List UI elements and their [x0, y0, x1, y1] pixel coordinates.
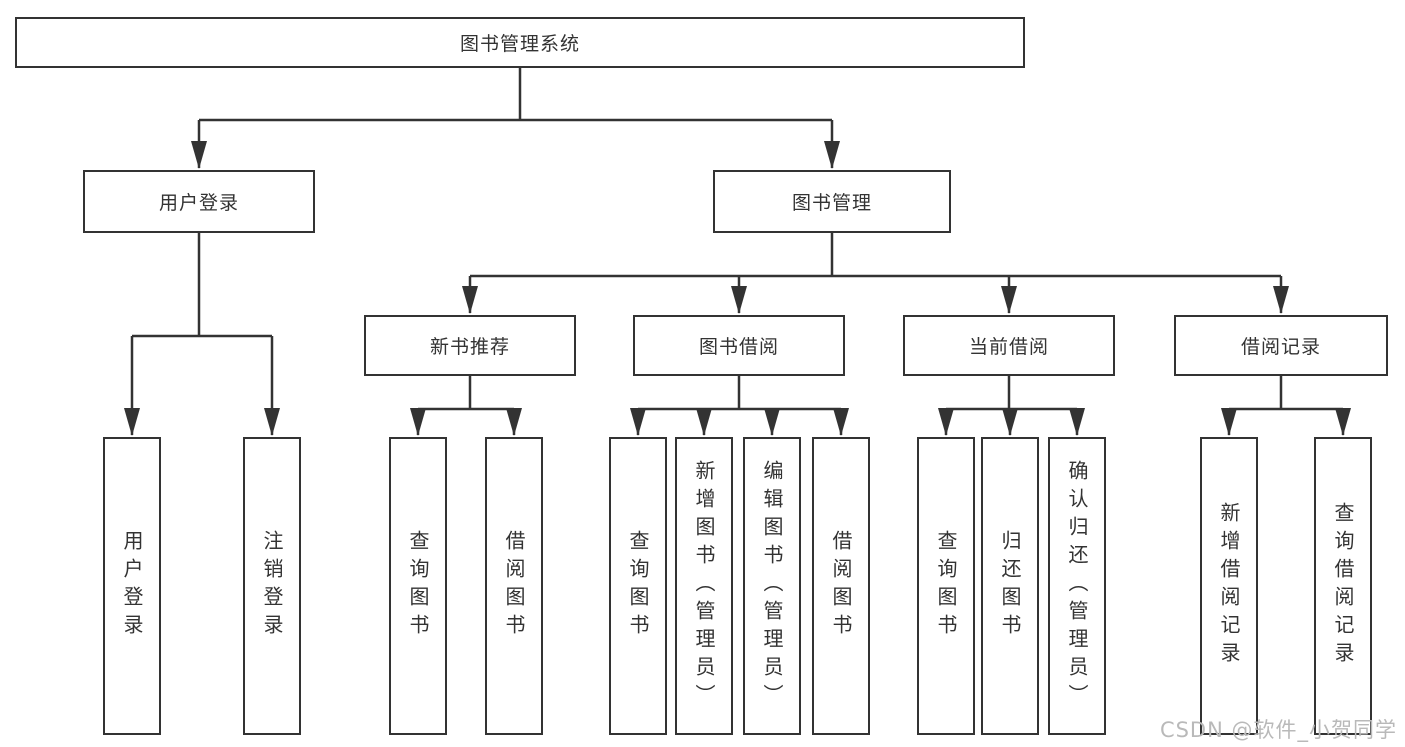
node-book-borrow: 图书借阅 [633, 315, 845, 376]
node-user-login-label: 用户登录 [158, 192, 239, 214]
node-new-book-recommend-label: 新书推荐 [429, 336, 510, 358]
leaf-user-login: 用户登录 [103, 437, 161, 735]
leaf-add-borrow-record: 新增借阅记录 [1200, 437, 1258, 735]
leaf-query-books-borrow-label: 查询图书 [626, 530, 650, 642]
connector-current-borrow-trunk [946, 376, 1077, 411]
node-user-login: 用户登录 [83, 170, 315, 233]
node-current-borrow: 当前借阅 [903, 315, 1115, 376]
leaf-user-login-label: 用户登录 [120, 530, 144, 642]
leaf-edit-books-admin: 编辑图书（管理员） [743, 437, 801, 735]
node-library-system-label: 图书管理系统 [459, 33, 580, 55]
leaf-add-books-admin: 新增图书（管理员） [675, 437, 733, 735]
node-book-mgmt: 图书管理 [713, 170, 951, 233]
leaf-confirm-return-admin-label: 确认归还（管理员） [1065, 460, 1089, 712]
node-borrow-record-label: 借阅记录 [1240, 336, 1321, 358]
leaf-confirm-return-admin: 确认归还（管理员） [1048, 437, 1106, 735]
node-current-borrow-label: 当前借阅 [968, 336, 1049, 358]
leaf-query-books-current-label: 查询图书 [934, 530, 958, 642]
node-new-book-recommend: 新书推荐 [364, 315, 576, 376]
leaf-borrow-books-recommend-label: 借阅图书 [502, 530, 526, 642]
leaf-logout-label: 注销登录 [260, 530, 284, 642]
leaf-add-books-admin-label: 新增图书（管理员） [692, 460, 716, 712]
leaf-query-books-recommend: 查询图书 [389, 437, 447, 735]
leaf-return-books: 归还图书 [981, 437, 1039, 735]
node-book-borrow-label: 图书借阅 [698, 336, 779, 358]
connector-user-login-trunk [132, 233, 272, 338]
leaf-query-books-current: 查询图书 [917, 437, 975, 735]
connector-root-trunk [199, 68, 832, 122]
leaf-query-borrow-record: 查询借阅记录 [1314, 437, 1372, 735]
node-book-mgmt-label: 图书管理 [791, 192, 872, 214]
connector-book-borrow-trunk [638, 376, 841, 411]
connector-new-book-trunk [418, 376, 514, 411]
leaf-query-books-borrow: 查询图书 [609, 437, 667, 735]
leaf-add-borrow-record-label: 新增借阅记录 [1217, 502, 1241, 670]
node-library-system: 图书管理系统 [15, 17, 1025, 68]
leaf-query-borrow-record-label: 查询借阅记录 [1331, 502, 1355, 670]
node-borrow-record: 借阅记录 [1174, 315, 1388, 376]
leaf-borrow-books-label: 借阅图书 [829, 530, 853, 642]
leaf-return-books-label: 归还图书 [998, 530, 1022, 642]
leaf-borrow-books: 借阅图书 [812, 437, 870, 735]
leaf-query-books-recommend-label: 查询图书 [406, 530, 430, 642]
leaf-logout: 注销登录 [243, 437, 301, 735]
connector-borrow-record-trunk [1229, 376, 1343, 411]
connector-book-mgmt-trunk [470, 233, 1281, 278]
leaf-borrow-books-recommend: 借阅图书 [485, 437, 543, 735]
leaf-edit-books-admin-label: 编辑图书（管理员） [760, 460, 784, 712]
